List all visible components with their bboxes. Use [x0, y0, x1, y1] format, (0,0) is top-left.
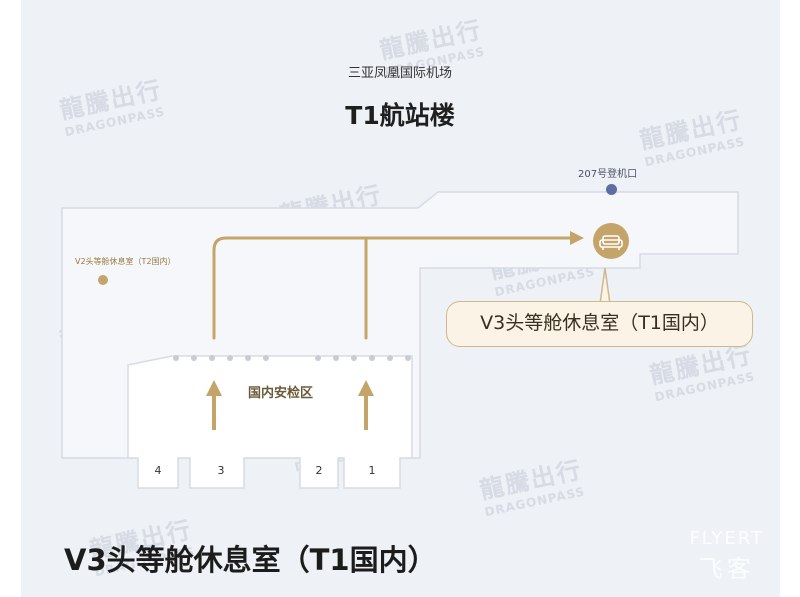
checkpoint-label: 4: [154, 464, 162, 477]
sofa-icon: [593, 223, 629, 259]
route-path: [212, 236, 572, 340]
direction-arrow: [206, 380, 222, 430]
security-area-outline: [127, 355, 413, 489]
checkpoint-label: 2: [315, 464, 323, 477]
brand-logo: FLYERT 飞客: [689, 528, 764, 583]
checkpoint-label: 1: [368, 464, 376, 477]
v2-lounge-marker: [98, 275, 108, 285]
security-area-label: 国内安检区: [248, 386, 314, 401]
checkpoint-label: 3: [217, 464, 225, 477]
gate-marker: [606, 184, 617, 195]
lounge-callout: V3头等舱休息室（T1国内）: [446, 301, 753, 347]
route-arrowhead: [570, 231, 584, 245]
terminal-title: T1航站楼: [345, 101, 455, 130]
gate-label: 207号登机口: [578, 169, 638, 180]
v2-lounge-label: V2头等舱休息室（T2国内）: [75, 257, 176, 266]
callout-pointer: [599, 268, 611, 304]
airport-name: 三亚凤凰国际机场: [347, 66, 452, 81]
direction-arrow: [358, 380, 374, 430]
lounge-title: V3头等舱休息室（T1国内）: [64, 543, 437, 577]
security-dots: [173, 355, 411, 361]
